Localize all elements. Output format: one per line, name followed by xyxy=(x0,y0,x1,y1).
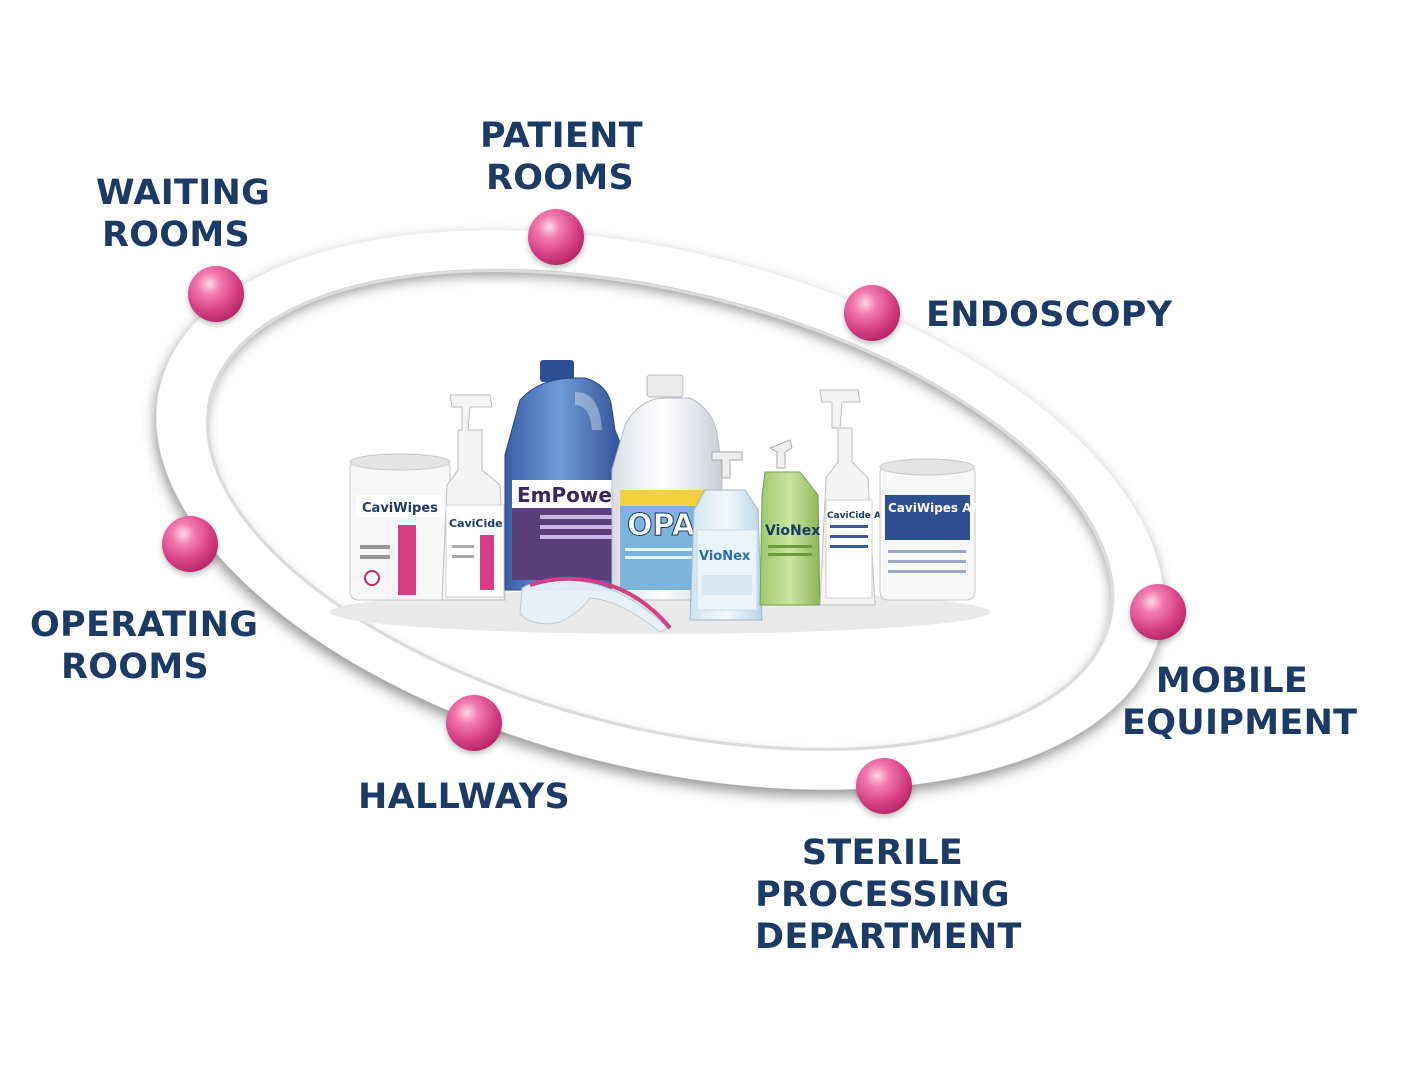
vionex-clear-pump: VioNex xyxy=(689,451,763,621)
vionex-green-pump: VioNex xyxy=(759,439,821,606)
label-sterile-processing-line3: DEPARTMENT xyxy=(755,917,1022,957)
label-operating-rooms: OPERATING ROOMS xyxy=(30,604,259,688)
label-patient-rooms-line2: ROOMS xyxy=(486,158,634,198)
cavicide-spray-bottle: CaviCide xyxy=(441,394,506,601)
caviwipes-1-label: CaviWipes xyxy=(362,501,438,516)
label-mobile-equipment-line2: EQUIPMENT xyxy=(1122,703,1358,743)
product-group: CaviWipes CaviCide EmPower xyxy=(330,360,990,634)
caviwipes-af-canister: CaviWipes AF xyxy=(879,458,980,601)
label-mobile-equipment: MOBILE EQUIPMENT xyxy=(1122,660,1358,744)
label-patient-rooms-line1: PATIENT xyxy=(480,116,643,156)
dot-hallways-gloss xyxy=(446,695,502,751)
dot-mobile-equipment-gloss xyxy=(1130,584,1186,640)
label-sterile-processing: STERILE PROCESSING DEPARTMENT xyxy=(755,832,1022,958)
label-sterile-processing-line2: PROCESSING xyxy=(755,875,1010,915)
vionex-green-label: VioNex xyxy=(765,523,820,539)
label-operating-rooms-line1: OPERATING xyxy=(30,605,259,645)
label-sterile-processing-line1: STERILE xyxy=(801,833,964,873)
label-hallways: HALLWAYS xyxy=(358,776,570,818)
oval-ring xyxy=(156,230,1164,790)
label-mobile-equipment-line1: MOBILE xyxy=(1155,661,1309,701)
label-endoscopy-line1: ENDOSCOPY xyxy=(926,295,1173,335)
dot-operating-rooms-gloss xyxy=(162,516,218,572)
dot-sterile-processing-gloss xyxy=(856,758,912,814)
dot-endoscopy-gloss xyxy=(844,285,900,341)
label-hallways-line1: HALLWAYS xyxy=(358,777,570,817)
label-waiting-rooms-line2: ROOMS xyxy=(102,215,250,255)
safety-glasses xyxy=(519,576,672,633)
cavicide-af-spray-bottle: CaviCide AF xyxy=(819,389,887,606)
inner-oval xyxy=(206,269,1114,751)
dot-waiting-rooms-gloss xyxy=(188,266,244,322)
vionex-clear-label: VioNex xyxy=(699,549,751,564)
opa-label: OPA xyxy=(627,508,696,543)
empower-jug: EmPower xyxy=(504,360,626,591)
cavicide-af-label: CaviCide AF xyxy=(827,511,887,521)
empower-label: EmPower xyxy=(517,483,622,507)
label-patient-rooms: PATIENT ROOMS xyxy=(480,115,643,199)
label-waiting-rooms-line1: WAITING xyxy=(96,173,271,213)
label-endoscopy: ENDOSCOPY xyxy=(926,294,1172,336)
dot-patient-rooms-gloss xyxy=(528,209,584,265)
label-operating-rooms-line2: ROOMS xyxy=(61,647,209,687)
cavicide-1-label: CaviCide xyxy=(449,517,503,530)
label-waiting-rooms: WAITING ROOMS xyxy=(96,172,271,256)
caviwipes-af-label: CaviWipes AF xyxy=(888,501,980,515)
caviwipes-canister: CaviWipes xyxy=(349,453,451,601)
